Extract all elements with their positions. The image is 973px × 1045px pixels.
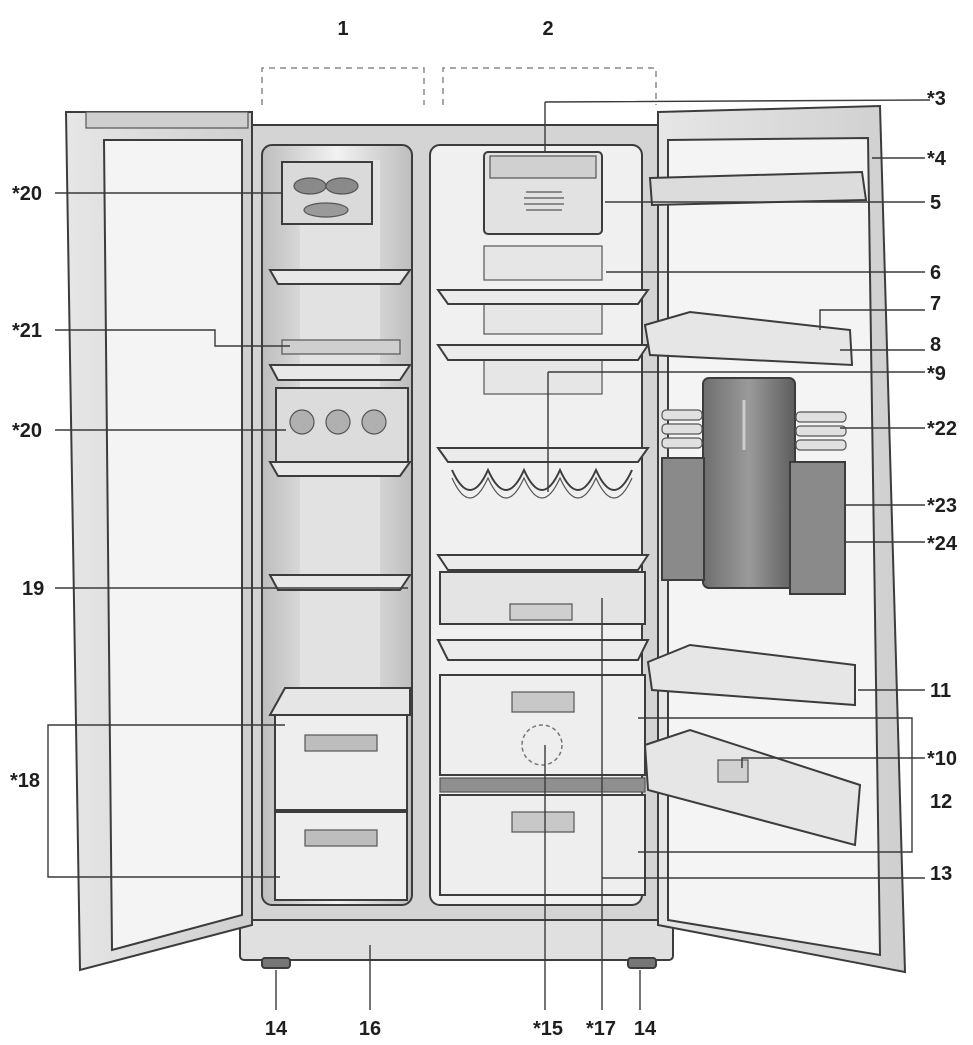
callout-2: 2 xyxy=(542,18,553,40)
callout-11: 11 xyxy=(930,680,951,702)
callout-12: 12 xyxy=(930,791,952,813)
callout-21: *21 xyxy=(12,320,42,342)
callout-23: *23 xyxy=(927,495,957,517)
callout-10: *10 xyxy=(927,748,957,770)
callout-labels: 1 2 *3 *4 5 6 7 8 *9 *10 11 12 13 14 14 … xyxy=(10,18,958,1040)
compartment-brackets xyxy=(261,67,657,105)
callout-5: 5 xyxy=(930,192,941,214)
callout-24: *24 xyxy=(927,533,958,555)
callout-13: 13 xyxy=(930,863,952,885)
callout-20-middle: *20 xyxy=(12,420,42,442)
callout-16: 16 xyxy=(359,1018,381,1040)
callout-14-right: 14 xyxy=(634,1018,657,1040)
callout-9: *9 xyxy=(927,363,946,385)
callout-17: *17 xyxy=(586,1018,616,1040)
callout-18: *18 xyxy=(10,770,40,792)
freezer-contents xyxy=(268,161,412,901)
fridge-contents xyxy=(436,151,650,896)
callout-6: 6 xyxy=(930,262,941,284)
callout-8: 8 xyxy=(930,334,941,356)
callout-3: *3 xyxy=(927,88,946,110)
fridge-door-bins xyxy=(643,170,868,847)
callout-22: *22 xyxy=(927,418,957,440)
freezer-door xyxy=(64,111,253,972)
callout-20-top: *20 xyxy=(12,183,42,205)
callout-19: 19 xyxy=(22,578,44,600)
leader-lines xyxy=(47,99,931,1010)
base-cover xyxy=(239,919,674,969)
callout-14-left: 14 xyxy=(265,1018,288,1040)
callout-7: 7 xyxy=(930,293,941,315)
callout-1: 1 xyxy=(337,18,348,40)
callout-15: *15 xyxy=(533,1018,563,1040)
callout-4: *4 xyxy=(927,148,947,170)
